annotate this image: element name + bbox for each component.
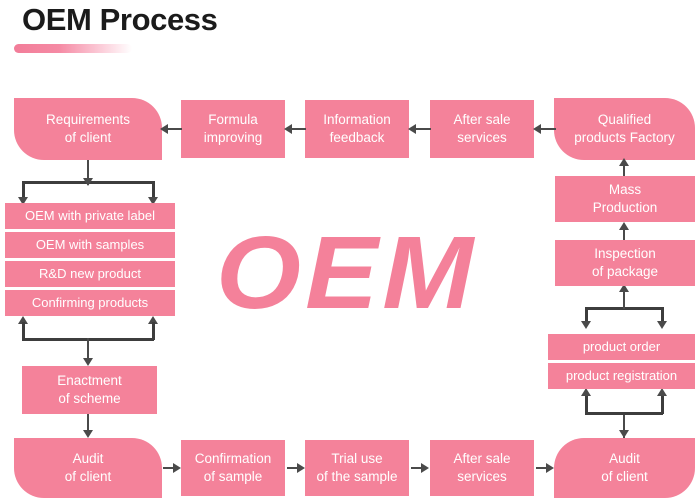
arrowhead-left [408, 124, 416, 134]
node-label: OEM with samples [35, 237, 145, 253]
node-audit-of-client-left[interactable]: Audit of client [14, 438, 162, 498]
node-requirements-of-client[interactable]: Requirements of client [14, 98, 162, 160]
title-underline-rule [14, 44, 132, 53]
node-label: Trial use of the sample [316, 451, 398, 484]
connector-aftersale-to-auditright [536, 467, 548, 469]
connector-fork-left-leg [22, 181, 25, 199]
node-label: Qualified products Factory [574, 112, 675, 145]
arrowhead-left [284, 124, 292, 134]
node-after-sale-services-top[interactable]: After sale services [430, 100, 534, 158]
arrowhead-up [657, 388, 667, 396]
node-product-registration[interactable]: product registration [548, 363, 695, 389]
node-enactment-of-scheme[interactable]: Enactment of scheme [22, 366, 157, 414]
node-label: Confirming products [31, 295, 149, 311]
arrowhead-down [18, 197, 28, 205]
arrowhead-right [173, 463, 181, 473]
arrowhead-left [533, 124, 541, 134]
connector-merge-right-leg [152, 322, 155, 340]
arrowhead-right [421, 463, 429, 473]
connector-merge-bar-right-lower [585, 412, 663, 415]
page-title: OEM Process [22, 2, 218, 37]
node-label: OEM with private label [24, 208, 156, 224]
arrowhead-down [83, 178, 93, 186]
node-label: After sale services [453, 451, 511, 484]
node-rd-new-product[interactable]: R&D new product [5, 261, 175, 287]
node-label: After sale services [453, 112, 511, 145]
node-label: R&D new product [39, 266, 141, 282]
connector-factory-to-aftersale [539, 128, 556, 130]
node-qualified-products-factory[interactable]: Qualified products Factory [554, 98, 695, 160]
node-information-feedback[interactable]: Information feedback [305, 100, 409, 158]
arrowhead-down [581, 321, 591, 329]
connector-upperright-right-leg [661, 307, 664, 323]
node-label: Mass Production [592, 182, 658, 215]
connector-aftersale-to-infofeedback [414, 128, 431, 130]
connector-infofeedback-to-formula [290, 128, 306, 130]
node-mass-production[interactable]: Mass Production [555, 176, 695, 222]
node-label: Information feedback [323, 112, 391, 145]
connector-inspection-stem [623, 288, 625, 309]
arrowhead-down [148, 197, 158, 205]
node-label: Requirements of client [45, 112, 131, 145]
node-oem-private-label[interactable]: OEM with private label [5, 203, 175, 229]
arrowhead-up [619, 284, 629, 292]
node-label: product registration [565, 368, 678, 384]
node-label: Inspection of package [591, 246, 659, 279]
connector-auditright-stem [623, 414, 625, 438]
node-product-order[interactable]: product order [548, 334, 695, 360]
connector-mass-to-factory [623, 162, 625, 176]
arrowhead-up [581, 388, 591, 396]
node-confirmation-of-sample[interactable]: Confirmation of sample [181, 440, 285, 496]
connector-lowerright-left-leg [585, 394, 588, 414]
node-label: Audit of client [64, 451, 112, 484]
node-after-sale-services-bottom[interactable]: After sale services [430, 440, 534, 496]
node-label: Formula improving [203, 112, 263, 145]
arrowhead-right [297, 463, 305, 473]
connector-auditleft-to-confirmation [163, 467, 175, 469]
node-inspection-of-package[interactable]: Inspection of package [555, 240, 695, 286]
arrowhead-down [657, 321, 667, 329]
node-formula-improving[interactable]: Formula improving [181, 100, 285, 158]
connector-lowerright-right-leg [661, 394, 664, 414]
node-confirming-products[interactable]: Confirming products [5, 290, 175, 316]
arrowhead-down [83, 430, 93, 438]
node-label: Confirmation of sample [194, 451, 272, 484]
arrowhead-up [148, 316, 158, 324]
connector-enactment-to-audit [87, 414, 89, 436]
connector-fork-right-leg [152, 181, 155, 199]
connector-inspection-to-mass [623, 226, 625, 240]
node-label: product order [582, 339, 661, 355]
arrowhead-down [83, 358, 93, 366]
connector-formula-to-requirements [166, 128, 182, 130]
node-trial-use-of-the-sample[interactable]: Trial use of the sample [305, 440, 409, 496]
node-audit-of-client-right[interactable]: Audit of client [554, 438, 695, 498]
arrowhead-right [546, 463, 554, 473]
arrowhead-up [619, 158, 629, 166]
node-label: Audit of client [601, 451, 648, 484]
connector-center-stem [87, 160, 89, 185]
arrowhead-up [18, 316, 28, 324]
connector-upperright-left-leg [585, 307, 588, 323]
node-oem-with-samples[interactable]: OEM with samples [5, 232, 175, 258]
connector-merge-left-leg [22, 322, 25, 340]
arrowhead-left [160, 124, 168, 134]
node-label: Enactment of scheme [57, 373, 122, 406]
arrowhead-up [619, 222, 629, 230]
oem-watermark: OEM [216, 215, 478, 330]
connector-trial-to-aftersale [411, 467, 423, 469]
connector-merge-stem [87, 338, 89, 362]
arrowhead-down [619, 430, 629, 438]
connector-confirmation-to-trial [287, 467, 299, 469]
